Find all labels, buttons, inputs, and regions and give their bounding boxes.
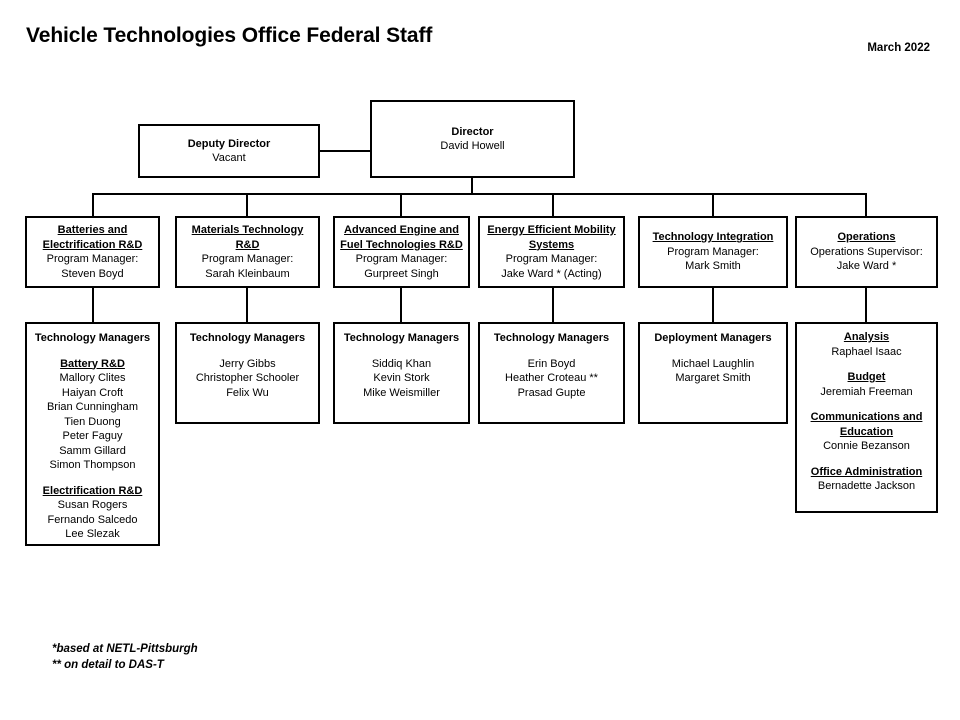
chart-date-label: March 2022 (867, 42, 930, 54)
connector-bus-drop-6 (865, 193, 867, 216)
program-title-line2-0: Electrification R&D (42, 238, 143, 251)
team-member: Bernadette Jackson (817, 480, 916, 492)
team-member: Christopher Schooler (195, 372, 300, 384)
team-heading-4: Deployment Managers (654, 332, 772, 344)
team-member: Michael Laughlin (671, 357, 755, 370)
connector-bus-drop-1 (92, 193, 94, 216)
team-member: Susan Rogers (57, 499, 128, 511)
team-member: Jeremiah Freeman (820, 385, 913, 398)
team-section-name-0-1: Electrification R&D (42, 484, 143, 497)
team-member: Fernando Salcedo (47, 513, 138, 526)
program-title-line1-5: Operations (837, 231, 896, 244)
program-role-5: Operations Supervisor: (810, 245, 923, 258)
team-section-name-5-3: Office Administration (810, 465, 923, 478)
page-title: Vehicle Technologies Office Federal Staf… (26, 24, 433, 47)
connector-bus-drop-2 (246, 193, 248, 216)
box-team-deployment[interactable]: Deployment Managers Michael Laughlin Mar… (638, 322, 788, 424)
box-director[interactable]: Director David Howell (370, 100, 575, 178)
connector-bus-drop-4 (552, 193, 554, 216)
team-member: Erin Boyd (527, 357, 576, 370)
team-member: Felix Wu (226, 386, 269, 399)
program-name-4: Mark Smith (685, 260, 741, 273)
connector-deputy-to-director (318, 150, 372, 152)
team-member: Kevin Stork (373, 372, 430, 384)
program-role-1: Program Manager: (201, 253, 294, 265)
program-title-line2-2: Fuel Technologies R&D (340, 238, 463, 251)
box-program-operations[interactable]: Operations Operations Supervisor: Jake W… (795, 216, 938, 288)
team-heading-0: Technology Managers (34, 332, 151, 344)
box-program-eems[interactable]: Energy Efficient Mobility Systems Progra… (478, 216, 625, 288)
box-team-eems[interactable]: Technology Managers Erin Boyd Heather Cr… (478, 322, 625, 424)
box-team-advanced-engine[interactable]: Technology Managers Siddiq Khan Kevin St… (333, 322, 470, 424)
team-member: Margaret Smith (675, 372, 751, 384)
box-team-operations[interactable]: Analysis Raphael Isaac Budget Jeremiah F… (795, 322, 938, 513)
program-title-line1-4: Technology Integration (652, 231, 774, 244)
box-team-batteries[interactable]: Technology Managers Battery R&D Mallory … (25, 322, 160, 546)
team-section-name-5-0: Analysis (843, 331, 890, 343)
program-name-0: Steven Boyd (61, 267, 124, 280)
team-member: Raphael Isaac (831, 345, 902, 358)
team-member: Heather Croteau ** (505, 372, 598, 384)
team-member: Brian Cunningham (46, 401, 139, 413)
connector-director-stem (471, 178, 473, 194)
team-member: Jerry Gibbs (219, 357, 276, 370)
team-heading-2: Technology Managers (343, 332, 460, 344)
connector-program-bus (93, 193, 867, 195)
team-section-name-5-2: Communications and Education (810, 411, 923, 438)
box-program-technology-integration[interactable]: Technology Integration Program Manager: … (638, 216, 788, 288)
director-name: David Howell (440, 140, 505, 152)
team-heading-3: Technology Managers (493, 332, 610, 344)
program-title-line1-1: Materials Technology (191, 224, 304, 236)
footnote-netl: *based at NETL-Pittsburgh (52, 643, 198, 655)
box-team-materials[interactable]: Technology Managers Jerry Gibbs Christop… (175, 322, 320, 424)
connector-bus-drop-3 (400, 193, 402, 216)
connector-program-to-team-1 (92, 288, 94, 322)
program-role-2: Program Manager: (355, 253, 448, 265)
team-member: Haiyan Croft (61, 386, 124, 399)
program-title-line1-3: Energy Efficient Mobility (487, 224, 616, 236)
team-member: Prasad Gupte (517, 386, 586, 399)
program-title-line2-3: Systems (528, 238, 575, 251)
team-member: Connie Bezanson (823, 440, 910, 452)
footnote-dast: ** on detail to DAS-T (52, 659, 164, 671)
connector-program-to-team-3 (400, 288, 402, 322)
program-role-3: Program Manager: (505, 253, 598, 265)
connector-program-to-team-6 (865, 288, 867, 322)
team-heading-1: Technology Managers (189, 332, 306, 344)
team-member: Peter Faguy (62, 430, 123, 442)
program-name-3: Jake Ward * (Acting) (501, 267, 602, 280)
box-program-advanced-engine[interactable]: Advanced Engine and Fuel Technologies R&… (333, 216, 470, 288)
team-member: Mike Weismiller (363, 386, 440, 399)
team-member: Lee Slezak (65, 528, 120, 540)
box-program-batteries[interactable]: Batteries and Electrification R&D Progra… (25, 216, 160, 288)
team-member: Simon Thompson (49, 459, 136, 471)
deputy-director-role: Deputy Director (187, 137, 271, 150)
program-role-4: Program Manager: (667, 245, 759, 258)
team-member: Tien Duong (64, 415, 121, 428)
program-name-2: Gurpreet Singh (364, 267, 439, 280)
deputy-director-name: Vacant (212, 152, 246, 164)
connector-bus-drop-5 (712, 193, 714, 216)
team-section-name-5-1: Budget (847, 371, 886, 383)
box-program-materials[interactable]: Materials Technology R&D Program Manager… (175, 216, 320, 288)
program-title-line2-1: R&D (235, 238, 260, 251)
program-title-line1-0: Batteries and (57, 224, 128, 236)
team-section-name-0-0: Battery R&D (60, 357, 125, 370)
team-member: Siddiq Khan (371, 357, 432, 370)
connector-program-to-team-2 (246, 288, 248, 322)
program-name-5: Jake Ward * (836, 260, 897, 273)
program-title-line1-2: Advanced Engine and (344, 224, 459, 236)
program-role-0: Program Manager: (46, 253, 139, 265)
team-member: Mallory Clites (59, 372, 126, 384)
connector-program-to-team-4 (552, 288, 554, 322)
director-role: Director (451, 125, 494, 138)
connector-program-to-team-5 (712, 288, 714, 322)
team-member: Samm Gillard (59, 444, 126, 457)
program-name-1: Sarah Kleinbaum (205, 267, 290, 280)
box-deputy-director[interactable]: Deputy Director Vacant (138, 124, 320, 178)
